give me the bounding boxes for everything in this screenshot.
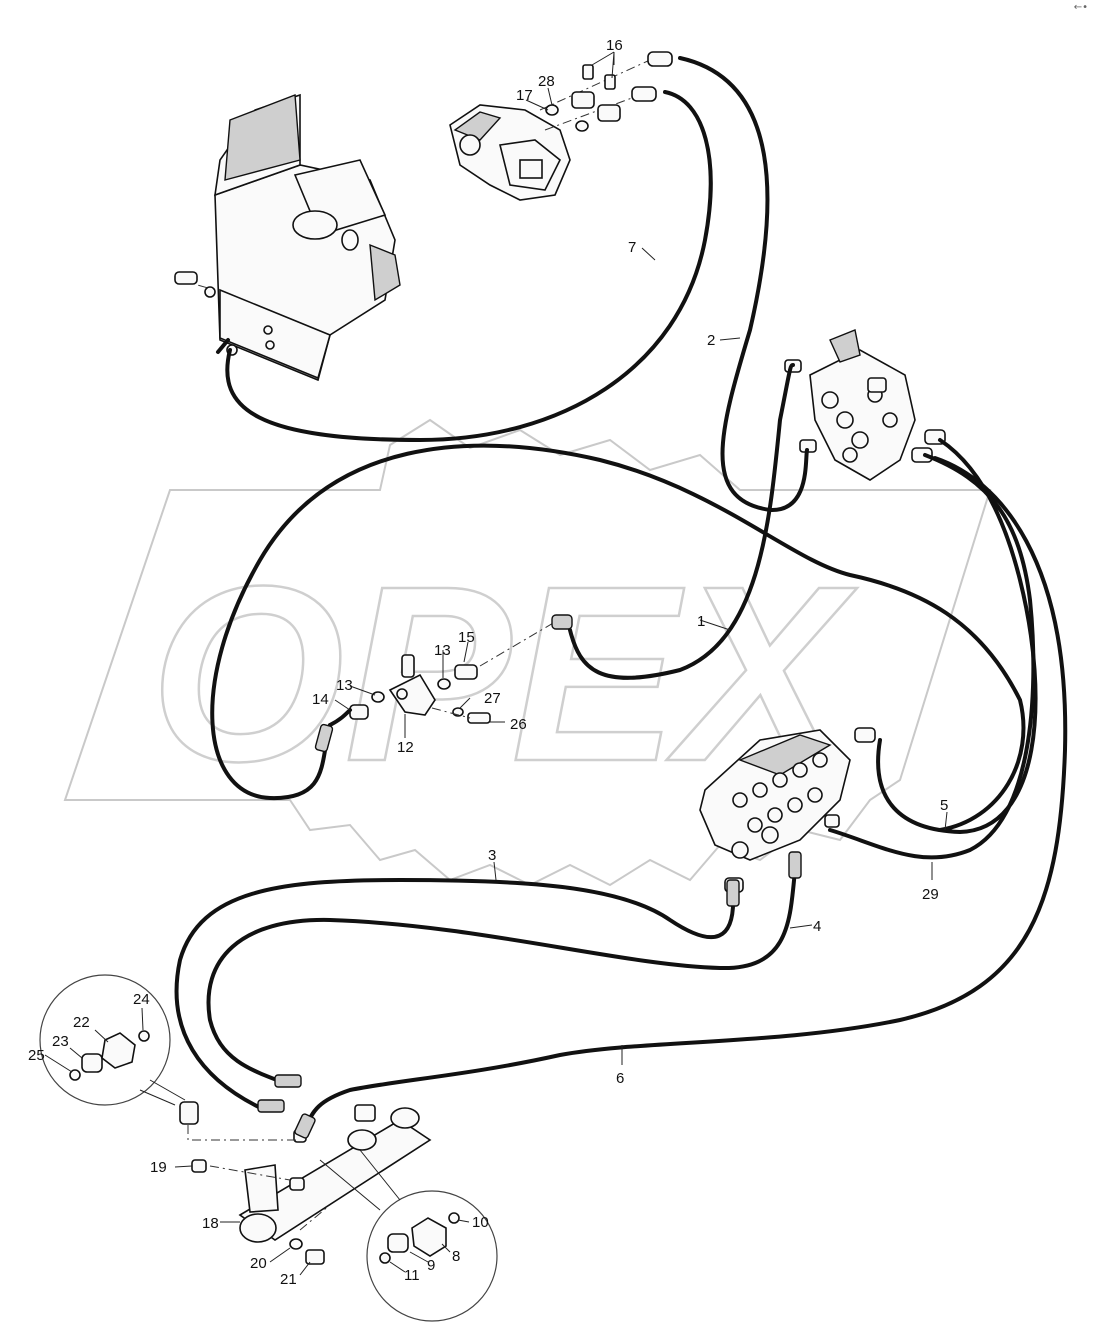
callouts: 16 28 17 7 2 1 15 13 13 14 27 26 12 5 3 …	[28, 37, 948, 1288]
callout-29: 29	[922, 886, 939, 903]
callout-11: 11	[404, 1267, 420, 1284]
callout-19: 19	[150, 1159, 167, 1176]
detail-bubble-bottom-right	[319, 1149, 498, 1322]
valve-block-12	[349, 621, 556, 724]
callout-13-right: 13	[434, 642, 451, 659]
callout-1: 1	[697, 613, 705, 630]
bolt-26	[467, 712, 491, 724]
adapter-14	[349, 704, 369, 720]
o-ring-13-left	[371, 691, 385, 703]
hose-3	[174, 877, 736, 1112]
callout-5: 5	[940, 797, 948, 814]
callout-28: 28	[538, 73, 555, 90]
hose-29	[828, 453, 1036, 860]
hoses	[174, 56, 1068, 1132]
bolt-21	[305, 1249, 325, 1265]
adapter-22-assembly	[179, 1101, 199, 1125]
test-fitting-16	[582, 64, 594, 80]
adapter-28	[571, 91, 595, 109]
hose-end-fittings	[257, 614, 802, 1139]
callout-25: 25	[28, 1047, 45, 1064]
callout-9: 9	[427, 1257, 435, 1274]
detail-bubble-top-left	[39, 974, 186, 1106]
callout-24: 24	[133, 991, 150, 1008]
callout-27: 27	[484, 690, 501, 707]
callout-16: 16	[606, 37, 623, 54]
callout-10: 10	[472, 1214, 489, 1231]
callout-17: 17	[516, 87, 533, 104]
callout-26: 26	[510, 716, 527, 733]
callout-8: 8	[452, 1248, 460, 1265]
callout-18: 18	[202, 1215, 219, 1232]
watermark: OPEX	[63, 418, 992, 887]
callout-23: 23	[52, 1033, 69, 1050]
hose-6	[303, 456, 1068, 1132]
hose-loop-left	[210, 443, 1026, 832]
callout-21: 21	[280, 1271, 297, 1288]
corner-mark: ←•	[1073, 2, 1088, 13]
hose-1	[568, 363, 795, 680]
callout-14: 14	[312, 691, 329, 708]
leader-lines	[44, 51, 948, 1276]
callout-20: 20	[250, 1255, 267, 1272]
callout-12: 12	[397, 739, 414, 756]
callout-2: 2	[707, 332, 715, 349]
control-valve-upper	[784, 329, 946, 481]
callout-15: 15	[458, 629, 475, 646]
callout-13-left: 13	[336, 677, 353, 694]
callout-22: 22	[73, 1014, 90, 1031]
hose-4	[206, 868, 797, 1087]
adapter-15	[454, 664, 478, 680]
o-ring-13-right	[437, 678, 451, 690]
washer-20	[289, 1238, 303, 1250]
distributor-18	[179, 1101, 432, 1265]
callout-7: 7	[628, 239, 636, 256]
hose-2	[678, 56, 809, 513]
watermark-gear	[63, 418, 992, 887]
callout-6: 6	[616, 1070, 624, 1087]
hydraulic-tank	[174, 93, 401, 382]
pump-fittings	[539, 51, 673, 132]
callout-4: 4	[813, 918, 821, 935]
hose-7	[225, 90, 713, 443]
nut-19	[191, 1159, 207, 1173]
hydraulic-pump	[449, 104, 571, 201]
callout-3: 3	[488, 847, 496, 864]
